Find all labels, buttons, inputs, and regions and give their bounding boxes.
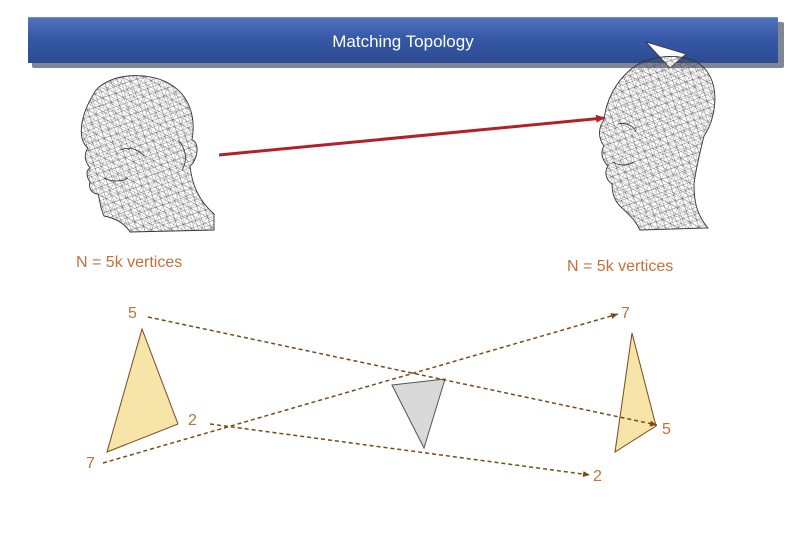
left-triangle (106, 327, 179, 453)
right-triangle-label-top: 7 (621, 305, 630, 322)
right-triangle (614, 332, 657, 454)
wireframe-head-icon (80, 75, 215, 233)
dashed-line-7-to-7 (102, 313, 619, 464)
dashed-line-5-to-5 (147, 316, 658, 427)
left-triangle-label-right: 2 (188, 412, 197, 429)
topology-arrow (218, 114, 605, 157)
right-triangle-label-right: 5 (662, 421, 671, 438)
left-triangle-label-bottom: 7 (86, 455, 95, 472)
wireframe-head-icon (599, 41, 716, 231)
dashed-line-2-to-2 (209, 423, 591, 478)
left-vertex-count: N = 5k vertices (76, 254, 183, 271)
title-bar: Matching Topology (28, 17, 778, 63)
right-vertex-count: N = 5k vertices (567, 258, 674, 275)
left-triangle-label-top: 5 (128, 305, 137, 322)
page-title: Matching Topology (332, 32, 474, 51)
right-triangle-label-bottom: 2 (593, 468, 602, 485)
middle-triangle (391, 378, 446, 450)
